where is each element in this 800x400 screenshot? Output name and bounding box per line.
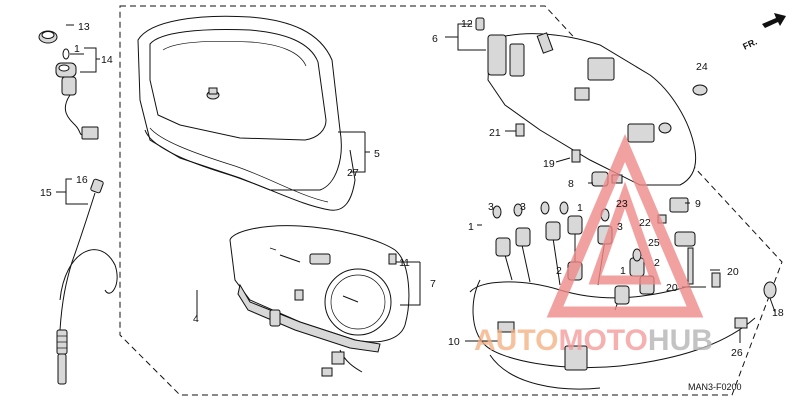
callout-15: 15 (40, 187, 52, 199)
watermark-triangle-icon (546, 133, 704, 318)
callout-22: 22 (639, 217, 651, 229)
meter-assembly (196, 225, 421, 377)
callout-26: 26 (731, 347, 743, 359)
callout-3b: 3 (520, 201, 526, 213)
callout-4: 4 (193, 313, 199, 325)
meter-cover (137, 15, 370, 211)
meter-case (445, 17, 708, 186)
callout-25: 25 (648, 237, 660, 249)
callout-2b: 2 (654, 257, 660, 269)
callout-18: 18 (772, 307, 784, 319)
direction-label: FR. (741, 36, 758, 51)
callout-14: 14 (101, 54, 113, 66)
callout-5: 5 (374, 148, 380, 160)
callout-20a: 20 (727, 266, 739, 278)
callout-8: 8 (568, 178, 574, 190)
speedometer-cable (56, 178, 118, 385)
figure-code: MAN3-F0200 (688, 382, 742, 392)
callout-27: 27 (347, 167, 359, 179)
watermark-auto: AUTOMOTOHUB (474, 324, 713, 357)
callout-20b: 20 (666, 282, 678, 294)
assembly-boundary (119, 5, 783, 396)
callout-1: 1 (74, 43, 80, 55)
front-arrow-icon (762, 13, 786, 28)
callout-6: 6 (432, 33, 438, 45)
callout-19: 19 (543, 158, 555, 170)
callout-12: 12 (461, 18, 473, 30)
switch-assembly (38, 24, 100, 140)
callout-3c: 3 (617, 221, 623, 233)
callout-23: 23 (616, 198, 628, 210)
callout-7: 7 (430, 278, 436, 290)
callout-9: 9 (695, 198, 701, 210)
callout-3a: 3 (488, 201, 494, 213)
callout-21: 21 (489, 127, 501, 139)
front-direction-indicator: FR. (741, 13, 786, 52)
callout-16: 16 (76, 174, 88, 186)
callout-13: 13 (78, 21, 90, 33)
callout-1d: 1 (620, 265, 626, 277)
callout-24: 24 (696, 61, 708, 73)
watermark: AUTOMOTOHUB (474, 133, 713, 357)
callout-1b: 1 (577, 202, 583, 214)
callout-labels: 13 1 14 16 15 5 27 4 11 7 12 6 24 21 19 … (40, 18, 784, 392)
callout-10: 10 (448, 336, 460, 348)
callout-11: 11 (399, 257, 410, 269)
callout-1c: 1 (468, 221, 474, 233)
callout-2a: 2 (556, 265, 562, 277)
